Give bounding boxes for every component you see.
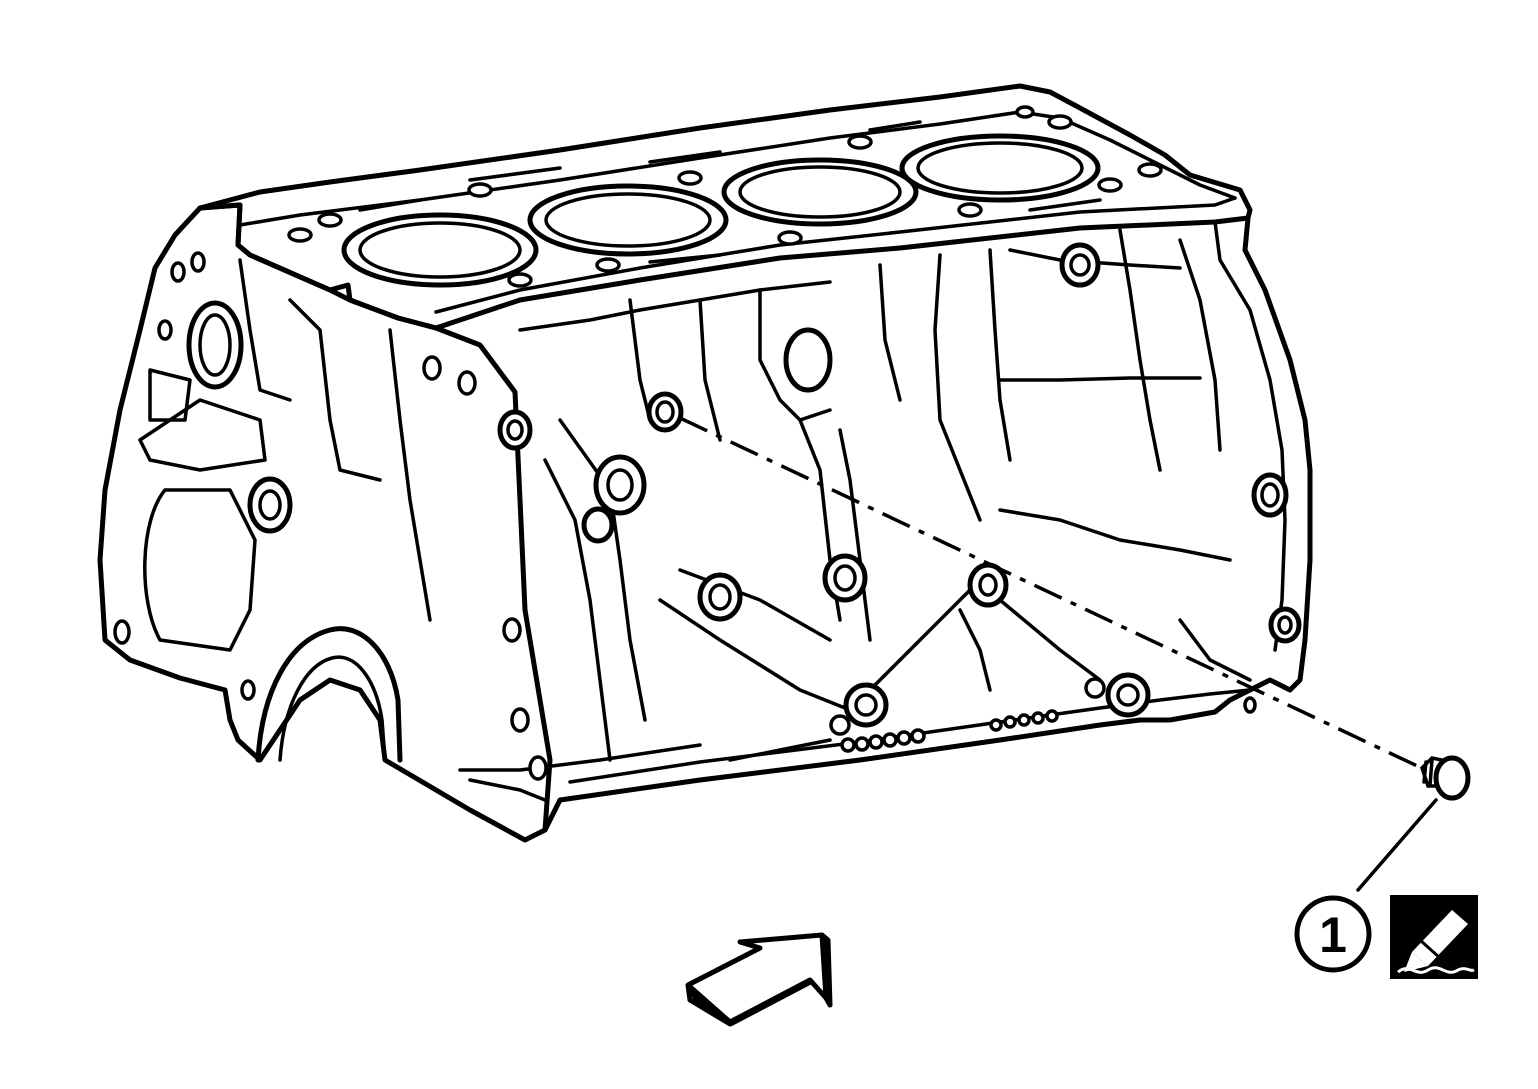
callout-leader-line <box>1356 798 1438 892</box>
side-face-ribs <box>518 228 1252 762</box>
rear-main-bearing-bore <box>255 626 403 763</box>
rail-holes <box>840 696 1257 753</box>
left-face-details <box>113 251 548 781</box>
cylinder-bore-2 <box>527 183 729 257</box>
callout-1-label: 1 <box>1319 907 1347 963</box>
plug <box>1419 755 1471 801</box>
side-bosses <box>581 242 1302 736</box>
callout-1: 1 <box>1294 895 1372 973</box>
block-top-deck <box>197 83 1253 331</box>
engine-block <box>97 83 1313 843</box>
head-bolt-holes <box>287 105 1163 288</box>
cylinder-bore-3 <box>721 157 919 227</box>
installation-centerline <box>679 416 1431 774</box>
front-direction-arrow-icon <box>685 932 833 1027</box>
sealant-applicator-icon <box>1390 895 1478 979</box>
cylinder-bores <box>341 133 1101 288</box>
block-pan-rail <box>542 717 1143 833</box>
block-right-end-face <box>1137 215 1313 723</box>
cylinder-bore-4 <box>899 133 1101 203</box>
cylinder-bore-1 <box>341 212 539 288</box>
